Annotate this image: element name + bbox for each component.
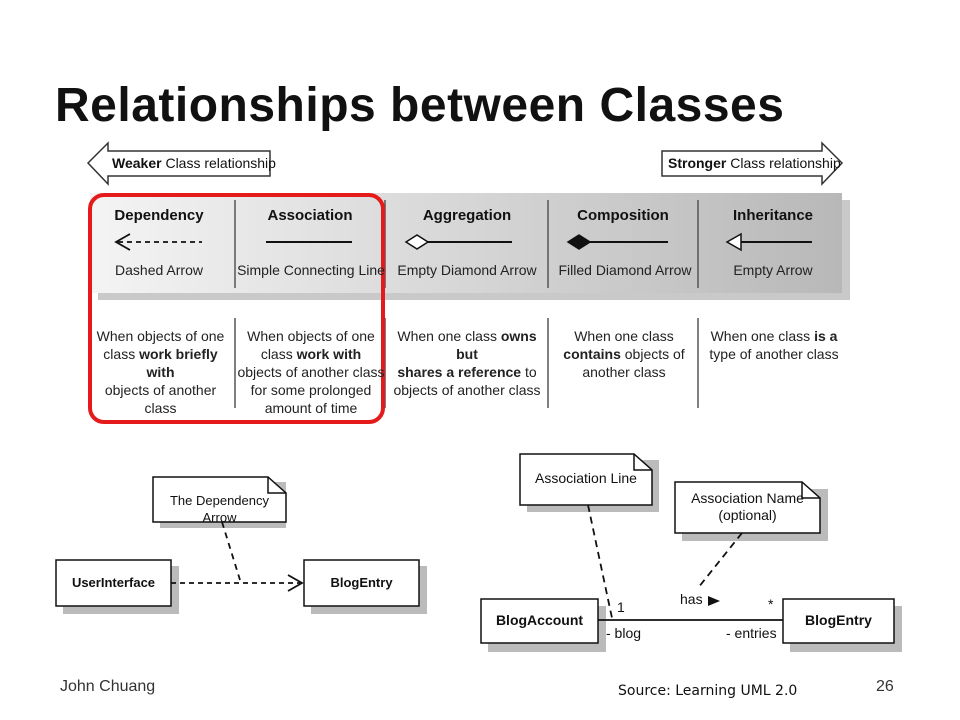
association-line-note-shape	[519, 453, 659, 512]
userinterface-label: UserInterface	[71, 575, 156, 590]
highlight-box	[88, 193, 385, 424]
empty-diamond-icon	[404, 234, 512, 250]
association-name-note: Association Name (optional)	[691, 490, 804, 523]
relationship-name: Association	[267, 207, 353, 224]
source-footer: Source: Learning UML 2.0	[618, 683, 798, 699]
filled-diamond-icon	[566, 234, 668, 250]
target-role: - entries	[726, 625, 777, 641]
notation-label: Empty Diamond Arrow	[397, 262, 537, 278]
notation-label: Simple Connecting Line	[237, 262, 385, 278]
dashed-arrow-icon	[114, 233, 202, 251]
blogentry-label: BlogEntry	[330, 575, 393, 590]
stronger-label: Stronger Class relationship	[668, 155, 841, 171]
association-name-note-shape	[674, 481, 828, 541]
relationship-name: Aggregation	[422, 207, 512, 224]
slide-title: Relationships between Classes	[55, 79, 785, 132]
dependency-description: When objects of one class work briefly w…	[96, 328, 225, 416]
dependency-note-shape	[152, 476, 287, 528]
dependency-note: The Dependency Arrow	[169, 493, 269, 525]
notation-label: Filled Diamond Arrow	[558, 262, 692, 278]
blogaccount-label: BlogAccount	[495, 612, 584, 628]
relationship-name: Dependency	[114, 207, 204, 224]
direction-triangle-icon	[708, 596, 720, 606]
source-multiplicity: 1	[617, 599, 625, 615]
weaker-label: Weaker Class relationship	[112, 155, 276, 171]
stronger-arrow-shape	[661, 141, 844, 186]
source-role: - blog	[606, 625, 642, 641]
aggregation-description: When one class owns but shares a referen…	[393, 328, 541, 398]
relationship-name: Inheritance	[732, 207, 814, 224]
composition-description: When one class contains objects of anoth…	[563, 328, 685, 380]
inheritance-description: When one class is a type of another clas…	[709, 328, 839, 362]
notation-label: Dashed Arrow	[115, 262, 203, 278]
association-name-label: has	[680, 591, 703, 607]
author-footer: John Chuang	[60, 678, 156, 695]
blogentry-box-dependency	[303, 559, 420, 607]
blogaccount-box	[480, 598, 599, 644]
association-description: When objects of one class work with obje…	[237, 328, 385, 416]
association-line-note: Association Line	[535, 470, 637, 486]
blogentry-assoc-label: BlogEntry	[805, 612, 872, 628]
empty-arrow-icon	[725, 232, 812, 252]
page-number: 26	[876, 678, 894, 695]
relationship-name: Composition	[577, 207, 669, 224]
target-multiplicity: *	[768, 596, 774, 612]
notation-label: Empty Arrow	[733, 262, 813, 278]
blogentry-box-association	[782, 598, 895, 644]
weaker-arrow-shape	[86, 141, 271, 186]
